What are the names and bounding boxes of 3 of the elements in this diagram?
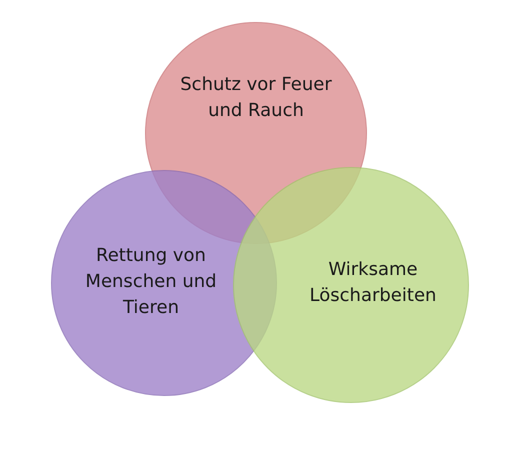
circle-label: Wirksame Löscharbeiten	[308, 258, 438, 308]
circle-label: Schutz vor Feuer und Rauch	[180, 73, 332, 124]
circle-label: Rettung von Menschen und Tieren	[84, 244, 218, 320]
